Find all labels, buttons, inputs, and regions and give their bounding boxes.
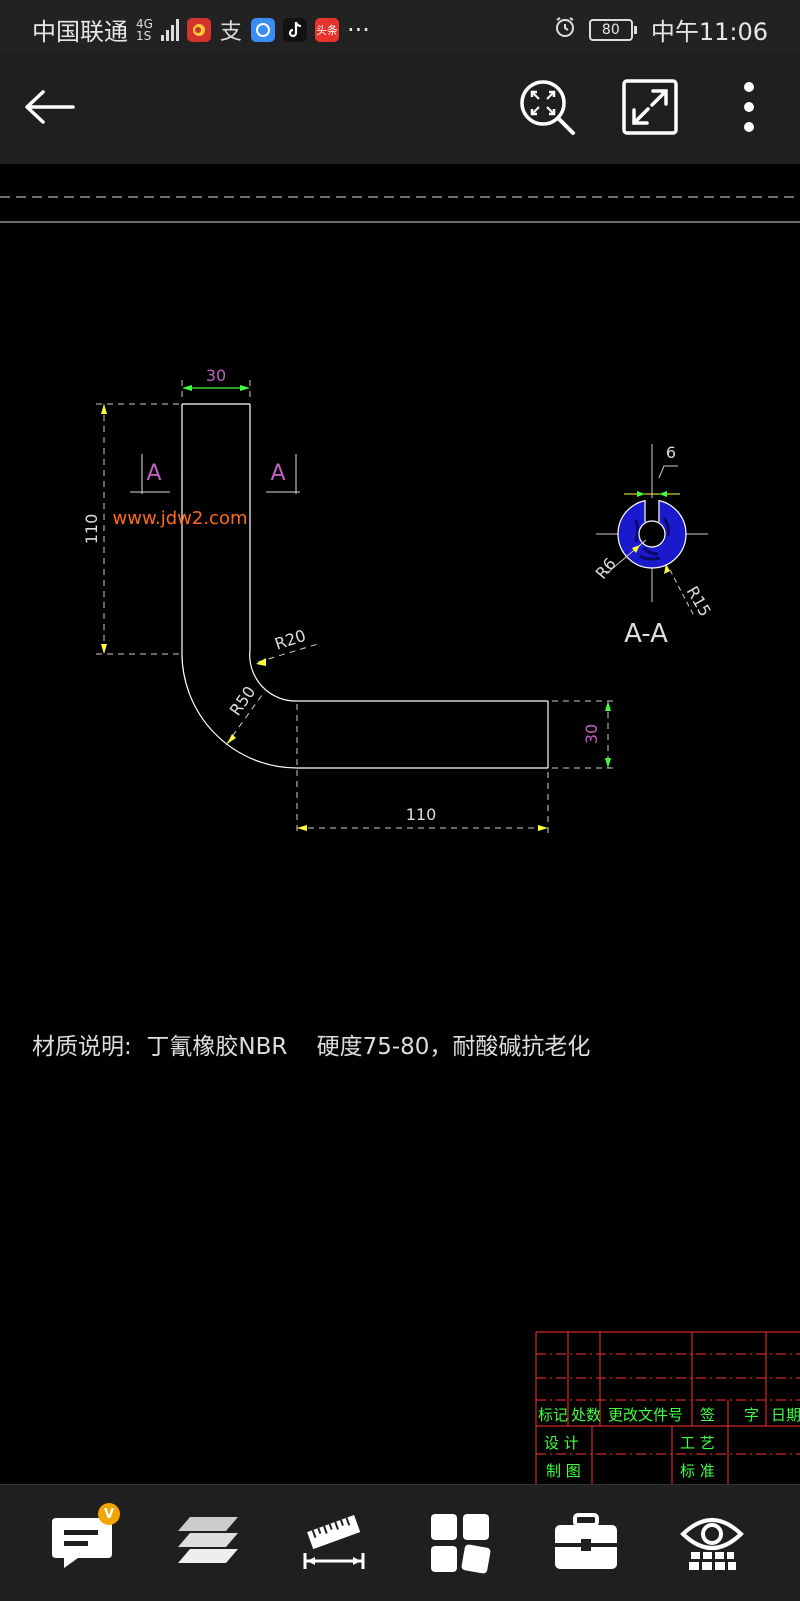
vip-badge: V xyxy=(98,1503,120,1525)
more-vertical-icon xyxy=(744,82,754,132)
tb-char: 字 xyxy=(744,1406,759,1424)
bottom-toolbar: V xyxy=(0,1484,800,1601)
cad-drawing-canvas[interactable]: 30 110 R20 R50 30 110 A A www.jdw2.com xyxy=(0,164,800,1484)
carrier-name: 中国联通 xyxy=(32,18,128,46)
section-label: A-A xyxy=(624,619,668,649)
tb-mark: 标记 xyxy=(538,1406,568,1424)
browser-icon xyxy=(250,17,275,42)
section-marker-right: A xyxy=(266,454,300,494)
tb-design: 设 计 xyxy=(544,1434,579,1452)
dim-right-height: 30 xyxy=(582,724,601,744)
part-outline xyxy=(181,403,549,769)
dim-section-outer: R15 xyxy=(683,583,715,620)
comment-button[interactable]: V xyxy=(44,1503,120,1581)
signal-icon xyxy=(160,18,179,41)
battery-icon: 80 xyxy=(588,18,637,41)
cad-drawing: 30 110 R20 R50 30 110 A A www.jdw2.com xyxy=(0,196,800,1484)
toolbox-icon xyxy=(555,1513,617,1569)
alipay-icon: 支 xyxy=(219,19,242,45)
svg-text:A: A xyxy=(146,461,161,486)
back-button[interactable] xyxy=(16,74,82,140)
section-view xyxy=(596,444,708,617)
zoom-fit-button[interactable] xyxy=(514,74,580,140)
tiktok-icon xyxy=(282,17,307,42)
layers-icon xyxy=(178,1517,238,1563)
watermark-text: www.jdw2.com xyxy=(113,508,248,529)
dim-top-width: 30 xyxy=(206,366,226,385)
dim-section-inner: R6 xyxy=(592,554,620,583)
tb-drawing: 制 图 xyxy=(546,1462,581,1480)
more-menu-button[interactable] xyxy=(716,74,782,140)
fullscreen-button[interactable] xyxy=(617,74,683,140)
clock: 中午11:06 xyxy=(650,18,768,46)
view-button[interactable] xyxy=(674,1505,750,1581)
tb-date: 日期 xyxy=(771,1406,800,1424)
dim-bottom-length: 110 xyxy=(406,805,437,824)
back-arrow-icon xyxy=(25,90,75,124)
tb-standard: 标 准 xyxy=(680,1462,715,1480)
measure-button[interactable] xyxy=(296,1505,372,1581)
comment-icon xyxy=(52,1518,112,1568)
dimension-arrows xyxy=(101,385,611,831)
apps-icon xyxy=(431,1514,491,1574)
apps-button[interactable] xyxy=(422,1505,498,1581)
tb-sign: 签 xyxy=(700,1406,715,1424)
view-icon xyxy=(680,1518,744,1570)
toolbox-button[interactable] xyxy=(548,1505,624,1581)
weibo-icon xyxy=(186,17,211,42)
tb-change-doc: 更改文件号 xyxy=(608,1406,683,1424)
toutiao-icon: 头条 xyxy=(314,17,339,42)
measure-icon xyxy=(303,1515,365,1569)
dim-bend-outer: R50 xyxy=(226,683,260,720)
material-note: 材质说明: 丁氰橡胶NBR 硬度75-80，耐酸碱抗老化 xyxy=(32,1034,590,1060)
dim-bend-inner: R20 xyxy=(272,626,308,654)
dim-section-top: 6 xyxy=(666,443,676,462)
layers-button[interactable] xyxy=(170,1505,246,1581)
alarm-icon xyxy=(553,15,577,45)
more-notifications: ··· xyxy=(346,15,370,44)
top-toolbar xyxy=(0,54,800,164)
title-block: 标记 处数 更改文件号 签 字 日期 设 计 工 艺 制 图 标 准 xyxy=(535,1331,800,1484)
tb-process: 工 艺 xyxy=(680,1434,715,1452)
dim-left-height: 110 xyxy=(82,514,101,545)
tb-count: 处数 xyxy=(571,1406,601,1424)
svg-text:A: A xyxy=(270,461,285,486)
extension-lines xyxy=(96,380,614,835)
section-marker-left: A xyxy=(130,454,170,494)
fullscreen-icon xyxy=(622,79,678,135)
zoom-fit-icon xyxy=(520,80,575,135)
